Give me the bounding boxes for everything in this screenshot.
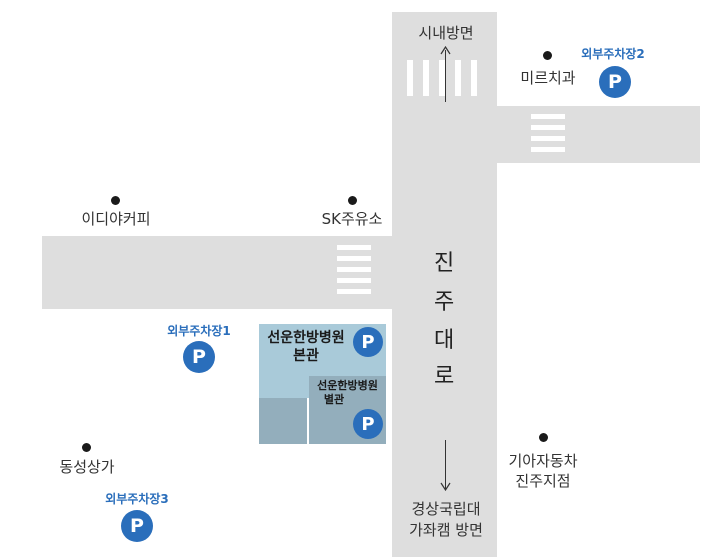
road-west-street xyxy=(42,236,394,309)
hospital-annex-parking-icon: P xyxy=(353,409,383,439)
landmark-kia-label-line1: 기아자동차 xyxy=(508,452,578,470)
crosswalk-west xyxy=(337,243,371,303)
landmark-dongseong-label: 동성상가 xyxy=(59,458,115,476)
road-name-char-2: 주 xyxy=(434,290,455,315)
parking-lot1-icon: P xyxy=(183,341,215,373)
parking-lot3-icon: P xyxy=(121,510,153,542)
parking-lot2-icon: P xyxy=(599,66,631,98)
hospital-lower-left-building xyxy=(259,398,307,444)
direction-north-label: 시내방면 xyxy=(418,24,474,42)
sk-marker-icon xyxy=(348,196,357,205)
crosswalk-north xyxy=(404,60,484,96)
hospital-main-label-line2: 본관 xyxy=(293,348,319,364)
road-name-char-3: 대 xyxy=(434,328,455,353)
parking-lot3-label: 외부주차장3 xyxy=(105,492,169,506)
landmark-idiya-label: 이디야커피 xyxy=(81,210,151,228)
hospital-annex-label-line1: 선운한방병원 xyxy=(317,379,378,392)
parking-lot1-label: 외부주차장1 xyxy=(167,324,231,338)
road-east-street xyxy=(495,106,700,163)
arrow-down-icon xyxy=(445,440,446,490)
crosswalk-east xyxy=(531,112,565,157)
landmark-kia-label-line2: 진주지점 xyxy=(515,472,571,490)
arrowhead-up-icon xyxy=(440,46,451,55)
idiya-marker-icon xyxy=(111,196,120,205)
parking-lot2-label: 외부주차장2 xyxy=(581,47,645,61)
direction-south-label-line2: 가좌캠 방면 xyxy=(409,521,483,539)
landmark-mirechi-label: 미르치과 xyxy=(520,69,576,87)
kia-marker-icon xyxy=(539,433,548,442)
road-jinju-daero xyxy=(392,12,497,557)
hospital-annex-label-line2: 별관 xyxy=(323,393,345,406)
mirechi-marker-icon xyxy=(543,51,552,60)
road-name-char-4: 로 xyxy=(434,364,455,389)
hospital-main-parking-icon: P xyxy=(353,327,383,357)
landmark-sk-label: SK주유소 xyxy=(321,210,383,228)
direction-south-label-line1: 경상국립대 xyxy=(411,500,481,518)
hospital-main-label-line1: 선운한방병원 xyxy=(267,330,345,346)
dongseong-marker-icon xyxy=(82,443,91,452)
arrow-up-icon xyxy=(445,50,446,102)
road-name-char-1: 진 xyxy=(434,251,455,276)
arrowhead-down-icon xyxy=(440,482,451,491)
